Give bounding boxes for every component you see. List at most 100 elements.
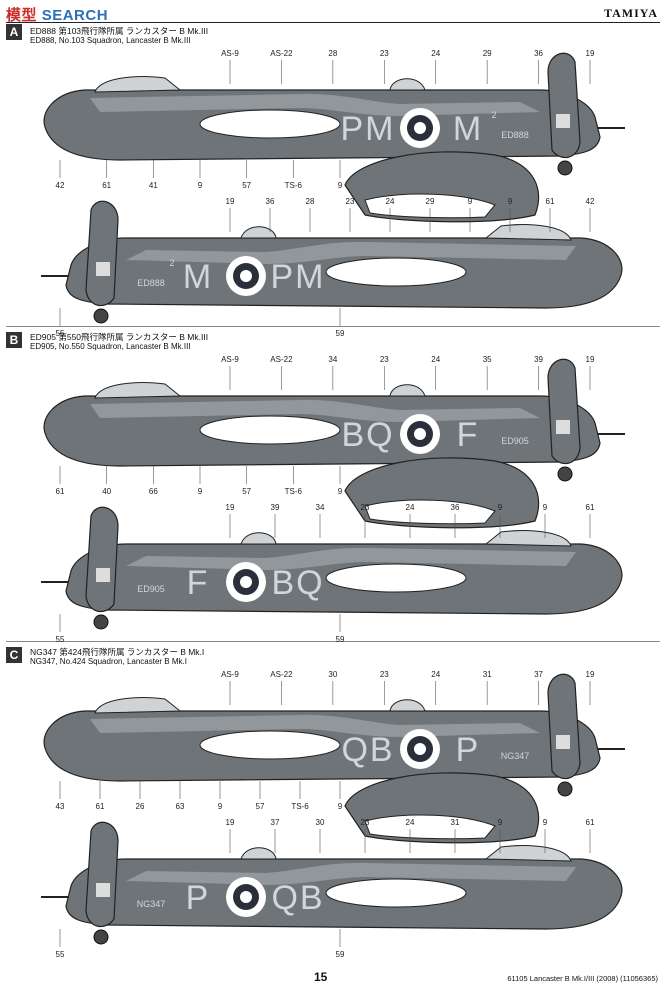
logo-right-text: SEARCH [41, 7, 109, 24]
tail-fin [547, 52, 581, 159]
callout-label: 55 [56, 950, 65, 959]
callout-label: 9 [498, 818, 503, 827]
callout-label: 24 [431, 670, 440, 679]
callout-label: TS-6 [291, 802, 309, 811]
callout-label: 9 [543, 503, 548, 512]
callout-label: 24 [386, 197, 395, 206]
product-code: 61105 Lancaster B Mk.I/III (2008) (11056… [507, 974, 658, 983]
callout-label: 23 [361, 503, 370, 512]
callout-label: 9 [338, 487, 343, 496]
lancaster-side-view [41, 200, 623, 324]
callout-label: 57 [242, 181, 251, 190]
page-number: 15 [314, 970, 328, 984]
logo-left-text: 模型 [6, 7, 38, 24]
callout-label: 23 [361, 818, 370, 827]
roundel-center [414, 122, 426, 134]
turret-window [364, 499, 496, 525]
tail-fin [85, 821, 119, 928]
section-caption-a: ED888 第103飛行隊所属 ランカスター B Mk.III ED888, N… [30, 26, 208, 46]
aircraft-code-letter: F [457, 416, 480, 454]
callout-label: AS-22 [270, 355, 293, 364]
caption-jp: ED905 第550飛行隊所属 ランカスター B Mk.III [30, 332, 209, 342]
caption-jp: NG347 第424飛行隊所属 ランカスター B Mk.I [30, 647, 205, 657]
callout-label: AS-22 [270, 670, 293, 679]
callout-label: 9 [498, 503, 503, 512]
callout-label: 59 [336, 635, 345, 644]
wing-root [325, 563, 467, 593]
tail-fin [547, 358, 581, 465]
squadron-code-left: QB [341, 731, 394, 769]
site-logo: 模型 SEARCH [6, 4, 108, 25]
wing-root [325, 878, 467, 908]
callout-label: 37 [534, 670, 543, 679]
callout-label: 23 [380, 355, 389, 364]
fin-flash [556, 114, 570, 128]
callout-label: 55 [56, 635, 65, 644]
tail-wheel [557, 160, 573, 176]
aircraft-code-letter: F [187, 564, 210, 602]
fin-flash [96, 262, 110, 276]
callout-label: 30 [316, 818, 325, 827]
callout-label: AS-22 [270, 49, 293, 58]
callout-label: 40 [102, 487, 111, 496]
squadron-code-left: BQ [341, 416, 394, 454]
caption-jp: ED888 第103飛行隊所属 ランカスター B Mk.III [30, 26, 209, 36]
callout-label: 37 [271, 818, 280, 827]
header-divider [6, 22, 660, 23]
callout-label: 24 [431, 49, 440, 58]
mid-upper-turret [240, 532, 277, 545]
callout-label: 34 [328, 355, 337, 364]
wing-root [199, 415, 341, 445]
callout-label: 19 [586, 355, 595, 364]
callout-label: AS-9 [221, 355, 239, 364]
callout-label: 55 [56, 329, 65, 338]
turret-detail-view [0, 446, 666, 541]
turret-window [364, 193, 496, 219]
callout-label: 61 [56, 487, 65, 496]
aircraft-code-letter: P [186, 879, 211, 917]
callout-label: 19 [586, 670, 595, 679]
callout-label: 24 [406, 503, 415, 512]
roundel-center [240, 891, 252, 903]
nose-turret-detail [344, 457, 540, 529]
aircraft-code-letter: M [453, 110, 483, 148]
caption-en: ED888, No.103 Squadron, Lancaster B Mk.I… [30, 36, 191, 45]
mid-upper-turret [389, 78, 426, 91]
callout-label: 59 [336, 329, 345, 338]
section-badge-c: C [6, 647, 22, 663]
nose-turret-detail [344, 151, 540, 223]
lancaster-side-view [41, 821, 623, 945]
callout-label: 61 [546, 197, 555, 206]
serial-number: ED888 [501, 130, 529, 140]
callout-label: 42 [586, 197, 595, 206]
callout-label: 61 [102, 181, 111, 190]
callout-label: 63 [176, 802, 185, 811]
serial-number: NG347 [501, 751, 530, 761]
tail-wheel [557, 781, 573, 797]
section-caption-b: ED905 第550飛行隊所属 ランカスター B Mk.III ED905, N… [30, 332, 208, 352]
wing-root [199, 730, 341, 760]
callout-label: 30 [328, 670, 337, 679]
section-badge-a: A [6, 24, 22, 40]
fin-flash [96, 883, 110, 897]
section-badge-b: B [6, 332, 22, 348]
callout-label: 24 [431, 355, 440, 364]
callout-label: 59 [336, 950, 345, 959]
caption-en: ED905, No.550 Squadron, Lancaster B Mk.I… [30, 342, 191, 351]
tail-wheel [93, 308, 109, 324]
turret-detail-view [0, 140, 666, 235]
squadron-code-left: PM [271, 258, 326, 296]
nose-turret-detail [344, 772, 540, 844]
callout-label: 9 [468, 197, 473, 206]
mid-upper-turret [389, 699, 426, 712]
code-superscript: 2 [491, 110, 496, 120]
callout-label: 42 [56, 181, 65, 190]
lancaster-side-view [43, 358, 625, 482]
callout-label: 29 [426, 197, 435, 206]
tail-fin [85, 506, 119, 613]
callout-label: 24 [406, 818, 415, 827]
callout-label: 26 [136, 802, 145, 811]
wing-root [325, 257, 467, 287]
callout-label: 23 [346, 197, 355, 206]
